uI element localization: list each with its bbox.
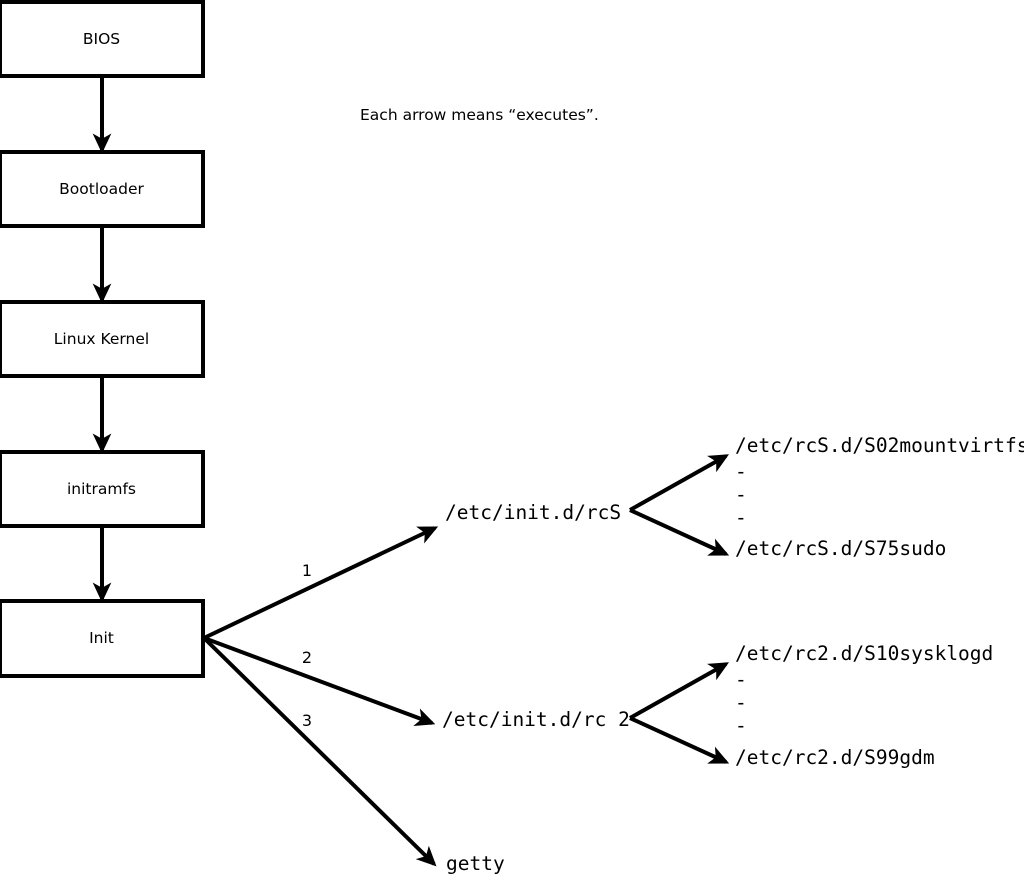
arrow-init-branch-3: [202, 636, 437, 867]
box-rect-initramfs: [0, 450, 205, 528]
process-box-linux-kernel[interactable]: Linux Kernel: [0, 300, 205, 378]
edge-number-3: 3: [302, 711, 312, 730]
script-label-rc2-first: /etc/rc2.d/S10sysklogd: [735, 642, 993, 665]
script-label-rcs-last: /etc/rcS.d/S75sudo: [735, 537, 946, 560]
script-label-rc2-last: /etc/rc2.d/S99gdm: [735, 746, 935, 769]
ellipsis-dash-rcs-2: -: [735, 483, 747, 506]
box-label-initramfs: initramfs: [67, 480, 136, 498]
ellipsis-dash-rcs-1: -: [735, 460, 747, 483]
arrow-rcs-to-first-script: [629, 454, 730, 512]
node-label-getty: getty: [446, 852, 505, 875]
box-label-bios: BIOS: [83, 30, 120, 48]
process-box-init[interactable]: Init: [0, 599, 205, 678]
process-box-bios[interactable]: BIOS: [0, 0, 205, 78]
ellipsis-dash-rc2-1: -: [735, 668, 747, 691]
box-rect-init: [0, 599, 205, 678]
ellipsis-dash-rc2-3: -: [735, 714, 747, 737]
ellipsis-dash-rcs-3: -: [735, 506, 747, 529]
node-label-init-d-rcs: /etc/init.d/rcS: [445, 501, 621, 524]
script-label-rcs-first: /etc/rcS.d/S02mountvirtfs: [735, 434, 1024, 457]
box-rect-linux-kernel: [0, 300, 205, 378]
edge-number-2: 2: [302, 648, 312, 667]
box-label-init: Init: [89, 629, 114, 647]
arrow-rcs-to-last-script: [629, 508, 730, 556]
box-label-bootloader: Bootloader: [59, 180, 144, 198]
arrow-init-branch-1: [203, 526, 439, 640]
diagram-note: Each arrow means “executes”.: [360, 106, 599, 124]
arrow-rc2-to-first-script: [629, 662, 730, 720]
arrow-init-branch-2: [203, 636, 436, 727]
arrow-rc2-to-last-script: [629, 716, 730, 764]
node-label-init-d-rc2: /etc/init.d/rc 2: [442, 708, 630, 731]
process-box-initramfs[interactable]: initramfs: [0, 450, 205, 528]
edge-number-1: 1: [302, 561, 312, 580]
box-rect-bios: [0, 0, 205, 78]
process-box-bootloader[interactable]: Bootloader: [0, 150, 205, 228]
box-label-linux-kernel: Linux Kernel: [54, 330, 149, 348]
box-rect-bootloader: [0, 150, 205, 228]
ellipsis-dash-rc2-2: -: [735, 691, 747, 714]
